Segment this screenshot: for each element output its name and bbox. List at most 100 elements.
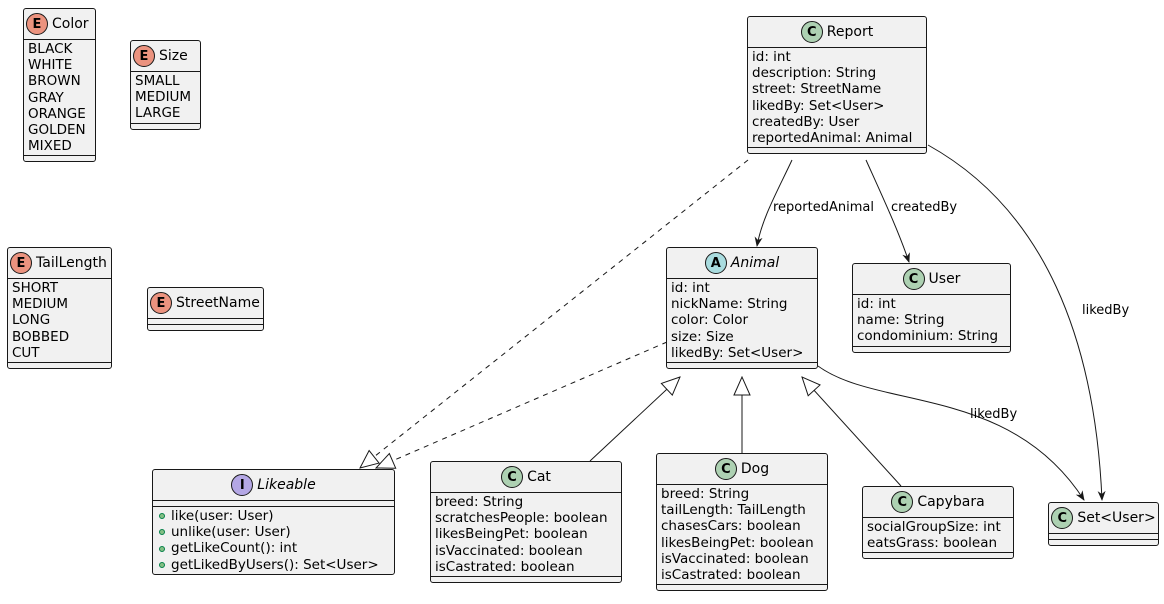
field: likedBy: Set<User>: [671, 344, 804, 361]
public-method-icon: [159, 529, 165, 536]
enum-color-header: E Color: [24, 9, 95, 39]
class-badge-icon: C: [902, 268, 925, 290]
edge-report-to-animal: [754, 159, 793, 247]
class-badge-icon: C: [891, 491, 914, 513]
class-capybara[interactable]: C Capybara socialGroupSize: int eatsGras…: [862, 486, 1014, 560]
class-animal[interactable]: A Animal id: int nickName: String color:…: [666, 247, 818, 370]
enum-badge-icon: E: [26, 13, 48, 35]
enum-value: LONG: [12, 312, 51, 329]
class-user-methods: [853, 345, 1010, 352]
enum-street-name[interactable]: E StreetName: [147, 287, 264, 331]
class-set-user-header: C Set<User>: [1049, 503, 1158, 533]
enum-value: ORANGE: [28, 105, 86, 122]
field: color: Color: [671, 312, 749, 329]
field: breed: String: [435, 494, 524, 510]
enum-size-values: SMALL MEDIUM LARGE: [131, 71, 200, 123]
field: likedBy: Set<User>: [752, 97, 885, 114]
enum-size-header: E Size: [131, 41, 200, 71]
class-dog-title: Dog: [740, 461, 770, 477]
class-capybara-fields: socialGroupSize: int eatsGrass: boolean: [863, 517, 1013, 552]
class-dog-methods: [657, 584, 827, 590]
edge-report-to-set-user: [927, 144, 1106, 501]
field: isCastrated: boolean: [661, 567, 801, 584]
class-report[interactable]: C Report id: int description: String str…: [747, 16, 927, 155]
class-cat[interactable]: C Cat breed: String scratchesPeople: boo…: [430, 461, 622, 584]
enum-value: CUT: [12, 344, 40, 361]
class-cat-title: Cat: [527, 469, 551, 485]
enum-tail-length-values: SHORT MEDIUM LONG BOBBED CUT: [8, 278, 111, 362]
class-set-user-title: Set<User>: [1077, 510, 1156, 526]
enum-tail-length-title: TailLength: [36, 255, 107, 271]
field: isVaccinated: boolean: [435, 542, 583, 559]
public-method-icon: [159, 561, 165, 568]
class-badge-icon: C: [800, 21, 823, 43]
edge-report-implements-likeable: [360, 159, 749, 468]
enum-color-methods: [24, 155, 95, 161]
enum-tail-length[interactable]: E TailLength SHORT MEDIUM LONG BOBBED CU…: [7, 247, 112, 370]
interface-likeable-header: I Likeable: [153, 470, 394, 500]
enum-size[interactable]: E Size SMALL MEDIUM LARGE: [130, 40, 201, 130]
method: getLikeCount(): int: [157, 540, 390, 556]
class-report-header: C Report: [748, 17, 926, 47]
enum-value: BROWN: [28, 73, 81, 90]
edge-label-report-liked-by: likedBy: [1082, 303, 1130, 318]
class-dog[interactable]: C Dog breed: String tailLength: TailLeng…: [656, 453, 828, 592]
class-set-user[interactable]: C Set<User>: [1048, 502, 1159, 546]
method: getLikedByUsers(): Set<User>: [157, 557, 390, 573]
class-cat-methods: [431, 576, 621, 582]
field: street: StreetName: [752, 81, 882, 98]
class-animal-title: Animal: [730, 255, 780, 271]
interface-likeable-methods: like(user: User) unlike(user: User) getL…: [153, 506, 394, 574]
enum-value: BLACK: [28, 41, 73, 57]
edge-capybara-extends-animal: [802, 377, 902, 487]
enum-color-title: Color: [52, 16, 89, 32]
edge-report-to-user: [865, 159, 910, 263]
field: socialGroupSize: int: [867, 519, 1001, 535]
enum-color[interactable]: E Color BLACK WHITE BROWN GRAY ORANGE GO…: [23, 8, 96, 163]
enum-value: BOBBED: [12, 328, 70, 345]
field: nickName: String: [671, 296, 788, 313]
method: like(user: User): [157, 508, 390, 524]
field: condominium: String: [857, 328, 999, 345]
enum-size-title: Size: [159, 48, 188, 64]
edge-animal-to-set-user: [817, 365, 1085, 501]
enum-badge-icon: E: [10, 252, 32, 274]
public-method-icon: [159, 545, 165, 552]
class-report-methods: [748, 147, 926, 153]
field: isVaccinated: boolean: [661, 550, 809, 567]
abstract-badge-icon: A: [704, 252, 727, 274]
class-user-fields: id: int name: String condominium: String: [853, 294, 1010, 346]
class-set-user-fields: [1049, 533, 1158, 539]
class-cat-fields: breed: String scratchesPeople: boolean l…: [431, 492, 621, 576]
enum-street-name-header: E StreetName: [148, 288, 263, 318]
class-animal-methods: [667, 362, 817, 368]
class-user-title: User: [928, 271, 961, 287]
field: description: String: [752, 65, 877, 82]
interface-badge-icon: I: [231, 474, 254, 496]
interface-likeable[interactable]: I Likeable like(user: User) unlike(user:…: [152, 469, 395, 575]
edge-label-animal-liked-by: likedBy: [970, 407, 1018, 422]
class-set-user-methods: [1049, 539, 1158, 545]
class-user-header: C User: [853, 264, 1010, 294]
field: id: int: [857, 296, 896, 312]
enum-badge-icon: E: [150, 292, 172, 314]
enum-value: WHITE: [28, 57, 73, 74]
class-report-title: Report: [826, 24, 874, 40]
field: breed: String: [661, 486, 750, 502]
class-capybara-methods: [863, 552, 1013, 558]
interface-likeable-fields: [153, 500, 394, 506]
enum-tail-length-header: E TailLength: [8, 248, 111, 278]
enum-street-name-values: [148, 318, 263, 324]
class-dog-header: C Dog: [657, 454, 827, 484]
field: name: String: [857, 312, 945, 329]
field: chasesCars: boolean: [661, 518, 801, 535]
edge-cat-extends-animal: [589, 377, 680, 462]
class-user[interactable]: C User id: int name: String condominium:…: [852, 263, 1011, 353]
interface-likeable-title: Likeable: [257, 477, 316, 493]
field: size: Size: [671, 328, 734, 345]
enum-value: SHORT: [12, 280, 58, 296]
field: createdBy: User: [752, 113, 860, 130]
class-badge-icon: C: [501, 466, 524, 488]
field: reportedAnimal: Animal: [752, 130, 913, 147]
public-method-icon: [159, 513, 165, 520]
